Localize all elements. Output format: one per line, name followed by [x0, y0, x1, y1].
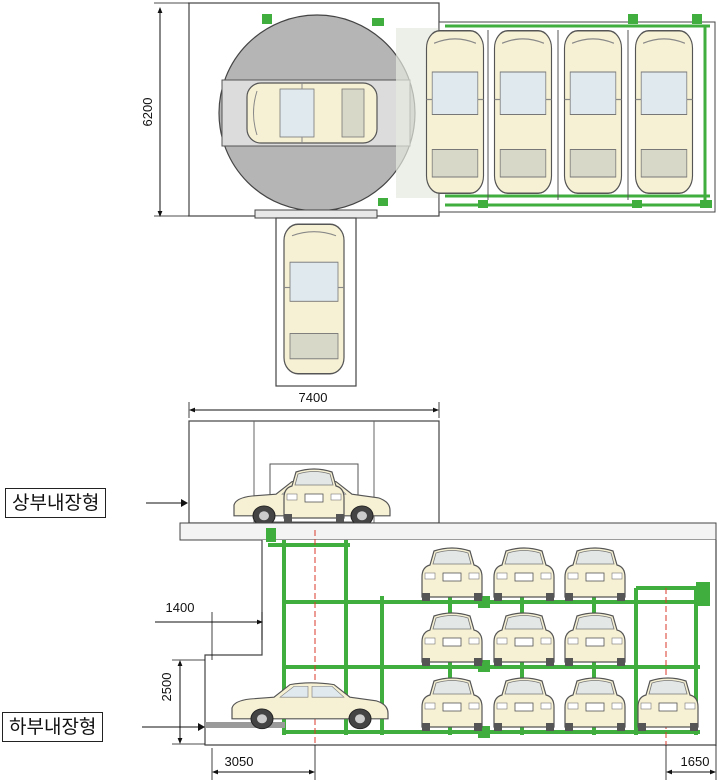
- dim-label: 2500: [159, 673, 174, 702]
- car-on-turntable: [246, 82, 378, 144]
- plan-stored-car: [425, 30, 485, 194]
- plan-stored-car: [493, 30, 553, 194]
- dim-lower-width: 3050: [211, 745, 316, 780]
- plan-stored-car: [634, 30, 694, 194]
- plan-view: [188, 2, 716, 387]
- upper-type-label: 상부내장형: [5, 488, 107, 518]
- entrance-car: [283, 223, 345, 375]
- stored-car-tier-1: [421, 547, 626, 602]
- dim-lower-height: 2500: [159, 659, 205, 745]
- dim-label: 3050: [225, 754, 254, 769]
- dim-depth-top: 6200: [140, 2, 189, 217]
- dim-right-margin: 1650: [665, 745, 717, 780]
- dim-label: 6200: [140, 98, 155, 127]
- dim-width-top: 7400: [188, 390, 440, 418]
- lower-type-label: 하부내장형: [2, 712, 104, 742]
- dim-lower-offset: 1400: [155, 600, 263, 660]
- plan-stored-car: [563, 30, 623, 194]
- stored-car-tier-2: [421, 612, 626, 667]
- dim-label: 1400: [166, 600, 195, 615]
- elevation-view: [179, 420, 717, 746]
- dim-label: 1650: [681, 754, 710, 769]
- dim-label: 7400: [299, 390, 328, 405]
